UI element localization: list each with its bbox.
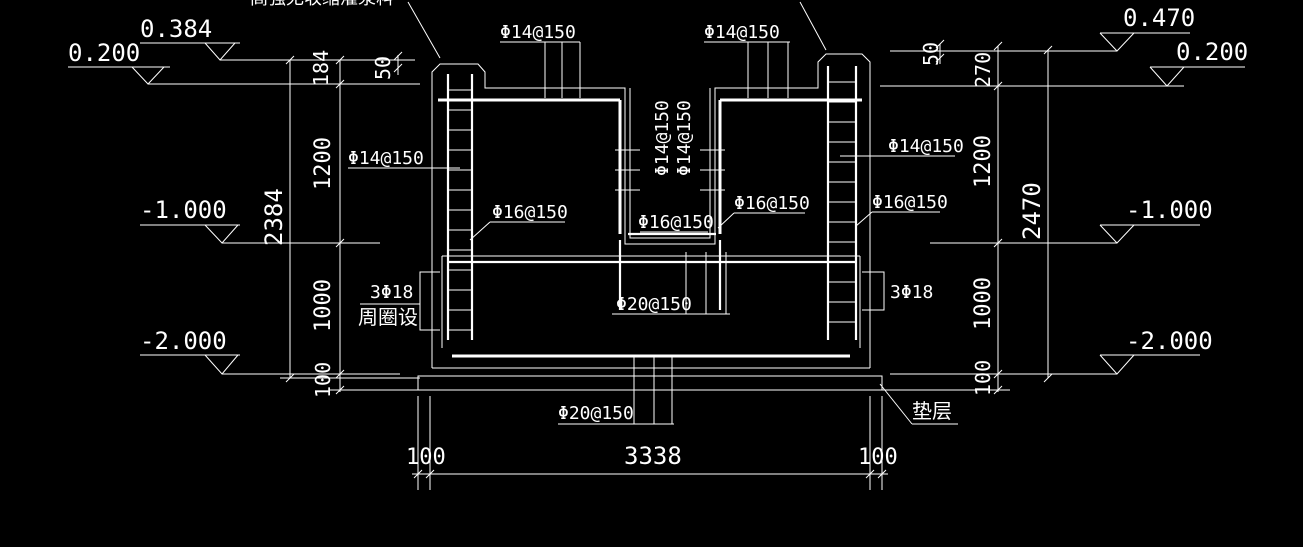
rebar-label-cushion: 垫层 [912, 399, 952, 423]
right-dimension-chain [880, 39, 1053, 395]
left-dimension-chain [280, 51, 420, 395]
elev-left-low: -2.000 [140, 327, 227, 355]
rebar-label-base-slab: Φ20@150 [558, 403, 634, 424]
elev-right-mid: -1.000 [1126, 196, 1213, 224]
dim-bottom-left-100: 100 [406, 445, 446, 470]
rebar-label-center-vertical-1: Φ14@150 [652, 100, 673, 176]
left-wall-stirrups [448, 89, 472, 331]
rebar-label-right-wall-outer: Φ14@150 [888, 136, 964, 157]
rebar-label-center-vertical-2: Φ14@150 [674, 100, 695, 176]
rebar-label-right-wall-inner: Φ16@150 [872, 192, 948, 213]
elev-left-ground: 0.200 [68, 39, 140, 67]
rebar-label-left-ring: 3Φ18 [370, 282, 413, 303]
elev-left-top: 0.384 [140, 15, 212, 43]
rebar-label-center-slab: Φ20@150 [616, 294, 692, 315]
rebar-label-left-ring-note: 周圈设 [358, 305, 418, 329]
left-elevation-markers: 0.384 0.200 -1.000 -2.000 [68, 15, 420, 375]
rebar-label-center-bottom-left: Φ16@150 [638, 212, 714, 233]
dim-right-50: 50 [919, 42, 943, 66]
rebar-label-left-wall-inner: Φ16@150 [492, 202, 568, 223]
dim-bottom-width: 3338 [624, 442, 682, 470]
rebar-label-top-right: Φ14@150 [704, 22, 780, 43]
leader-lines [348, 1, 958, 425]
rebar-label-left-wall-outer: Φ14@150 [348, 148, 424, 169]
dim-left-100: 100 [311, 362, 335, 398]
dim-right-total: 2470 [1018, 182, 1046, 240]
right-wall-stirrups [828, 81, 856, 323]
channel-structure-outline [417, 53, 883, 391]
rebar-label-top-left: Φ14@150 [500, 22, 576, 43]
dim-left-total: 2384 [260, 188, 288, 246]
dim-left-1200: 1200 [311, 137, 336, 190]
rebar-label-right-ring: 3Φ18 [890, 282, 933, 303]
bottom-dimension-chain [412, 396, 888, 490]
rebar-label-center-bottom-right: Φ16@150 [734, 193, 810, 214]
dim-right-100: 100 [971, 360, 995, 396]
dim-bottom-right-100: 100 [858, 445, 898, 470]
dim-left-1000: 1000 [311, 279, 336, 332]
dim-left-184: 184 [309, 50, 333, 86]
elev-right-low: -2.000 [1126, 327, 1213, 355]
top-cut-label: 高强无收缩灌浆料 [250, 0, 394, 9]
elev-left-mid: -1.000 [140, 196, 227, 224]
dim-right-270: 270 [971, 52, 995, 88]
right-elevation-markers: 0.470 0.200 -1.000 -2.000 [880, 4, 1248, 375]
elev-right-top: 0.470 [1123, 4, 1195, 32]
dim-right-1000: 1000 [971, 277, 996, 330]
dim-right-1200: 1200 [971, 135, 996, 188]
dim-left-50: 50 [371, 56, 395, 80]
elev-right-ground: 0.200 [1176, 38, 1248, 66]
rebar-main-bars [438, 66, 862, 358]
